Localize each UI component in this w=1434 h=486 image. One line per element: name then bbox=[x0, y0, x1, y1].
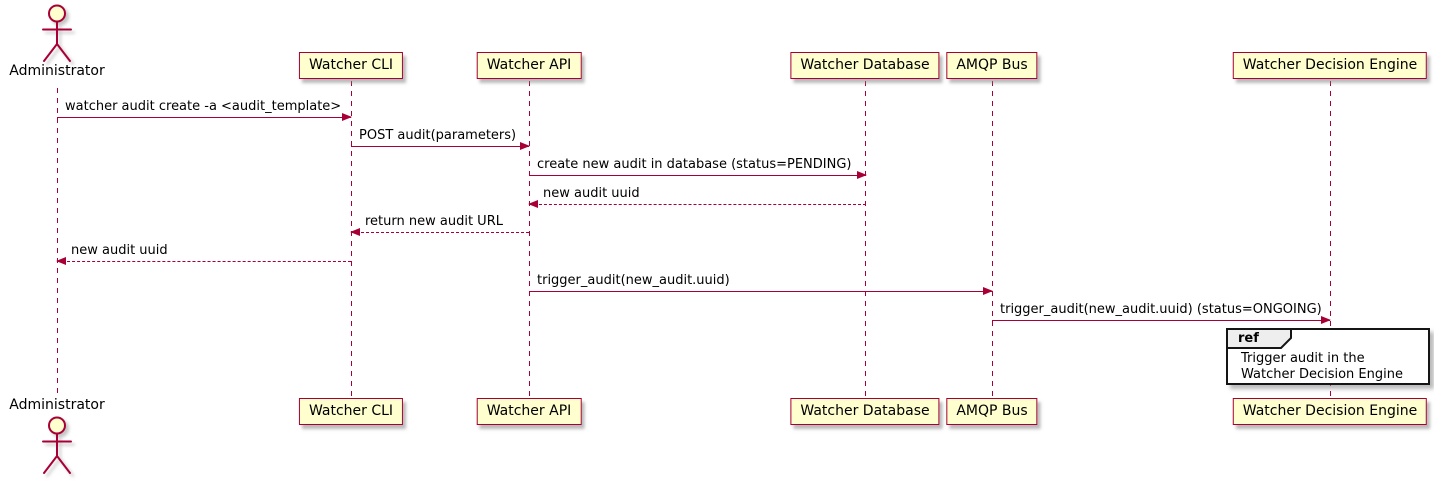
arrowhead-left-icon bbox=[56, 257, 66, 265]
ref-tab bbox=[1226, 328, 1292, 349]
message-return-audit-url: return new audit URL bbox=[350, 212, 529, 236]
message-label: create new audit in database (status=PEN… bbox=[537, 157, 852, 172]
arrowhead-left-icon bbox=[528, 200, 538, 208]
actor-icon bbox=[42, 416, 72, 474]
participant-watcher-database-bottom: Watcher Database bbox=[790, 398, 940, 425]
message-label: return new audit URL bbox=[365, 214, 503, 229]
actor-administrator-top: Administrator bbox=[0, 3, 114, 79]
arrowhead-right-icon bbox=[983, 287, 993, 295]
message-trigger-audit: trigger_audit(new_audit.uuid) bbox=[529, 271, 993, 295]
ref-text-line2: Watcher Decision Engine bbox=[1241, 367, 1403, 382]
participant-watcher-decision-engine-top: Watcher Decision Engine bbox=[1232, 52, 1428, 79]
participant-watcher-api-top: Watcher API bbox=[476, 52, 582, 79]
lifeline-administrator bbox=[57, 88, 58, 398]
message-label: trigger_audit(new_audit.uuid) (status=ON… bbox=[1000, 302, 1322, 317]
message-new-audit-uuid-to-admin: new audit uuid bbox=[56, 241, 351, 265]
actor-icon bbox=[42, 4, 72, 62]
participant-watcher-cli-bottom: Watcher CLI bbox=[298, 398, 404, 425]
message-label: POST audit(parameters) bbox=[359, 128, 517, 143]
participant-amqp-bus-top: AMQP Bus bbox=[946, 52, 1038, 79]
message-post-audit: POST audit(parameters) bbox=[351, 126, 530, 150]
participant-watcher-decision-engine-bottom: Watcher Decision Engine bbox=[1232, 398, 1428, 425]
message-label: new audit uuid bbox=[71, 243, 168, 258]
participant-watcher-api-bottom: Watcher API bbox=[476, 398, 582, 425]
arrowhead-right-icon bbox=[1321, 316, 1331, 324]
actor-label: Administrator bbox=[9, 397, 105, 413]
message-label: watcher audit create -a <audit_template> bbox=[65, 99, 342, 114]
arrowhead-left-icon bbox=[350, 228, 360, 236]
message-label: new audit uuid bbox=[543, 186, 640, 201]
lifeline-watcher-api bbox=[529, 81, 530, 398]
ref-body: Trigger audit in the Watcher Decision En… bbox=[1228, 330, 1428, 383]
lifeline-amqp-bus bbox=[992, 81, 993, 398]
ref-keyword: ref bbox=[1238, 331, 1259, 346]
arrowhead-right-icon bbox=[342, 113, 352, 121]
participant-watcher-database-top: Watcher Database bbox=[790, 52, 940, 79]
message-trigger-audit-ongoing: trigger_audit(new_audit.uuid) (status=ON… bbox=[992, 300, 1331, 324]
arrowhead-right-icon bbox=[520, 142, 530, 150]
message-audit-create: watcher audit create -a <audit_template> bbox=[57, 97, 352, 121]
message-label: trigger_audit(new_audit.uuid) bbox=[537, 273, 730, 288]
participant-watcher-cli-top: Watcher CLI bbox=[298, 52, 404, 79]
arrowhead-right-icon bbox=[857, 171, 867, 179]
actor-label: Administrator bbox=[9, 63, 105, 79]
message-create-audit-db: create new audit in database (status=PEN… bbox=[529, 155, 867, 179]
participant-amqp-bus-bottom: AMQP Bus bbox=[946, 398, 1038, 425]
ref-text-line1: Trigger audit in the bbox=[1241, 351, 1365, 366]
ref-fragment: ref Trigger audit in the Watcher Decisio… bbox=[1226, 328, 1430, 385]
lifeline-watcher-cli bbox=[351, 81, 352, 398]
lifeline-watcher-decision-engine bbox=[1330, 81, 1331, 398]
message-new-audit-uuid-return: new audit uuid bbox=[528, 184, 866, 208]
actor-administrator-bottom: Administrator bbox=[0, 397, 114, 475]
lifeline-watcher-database bbox=[865, 81, 866, 398]
